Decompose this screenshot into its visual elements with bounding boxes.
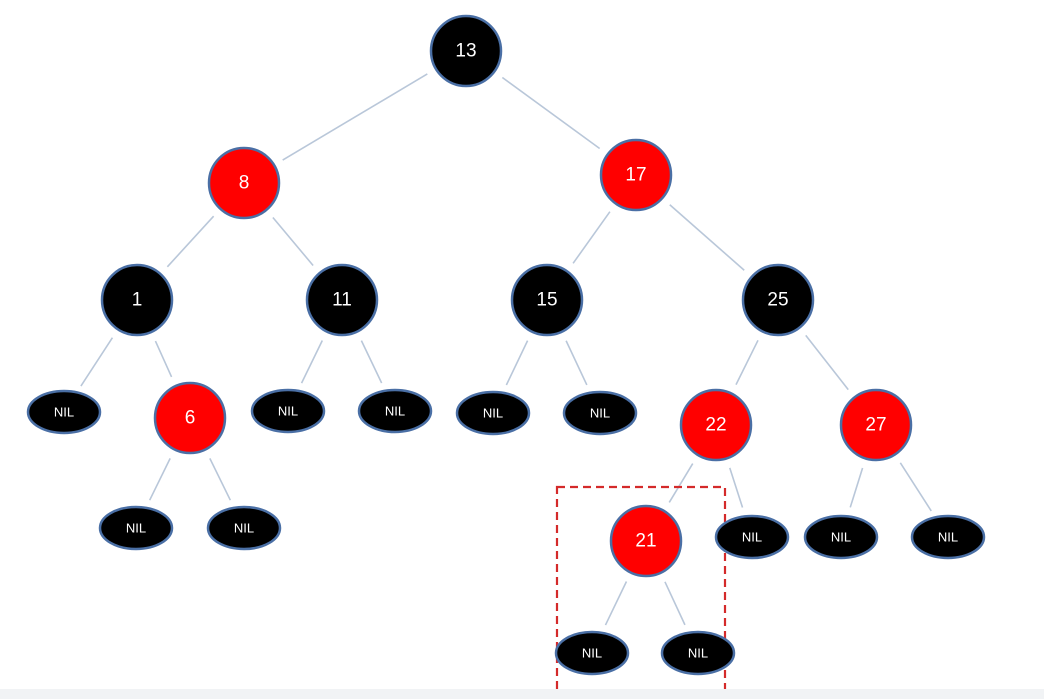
- nil-leaf-27-left: NIL: [803, 514, 879, 560]
- edge-n21-nil-21-right: [664, 581, 686, 626]
- nil-label: NIL: [234, 521, 254, 536]
- tree-node-15: 15: [510, 263, 584, 337]
- edge-n11-nil-11-right: [360, 340, 383, 384]
- nil-label: NIL: [126, 521, 146, 536]
- node-label: 15: [536, 290, 557, 311]
- edge-n17-n25: [669, 204, 745, 271]
- node-label: 11: [332, 290, 352, 311]
- edge-n13-n17: [501, 76, 601, 150]
- edge-n27-nil-27-left: [849, 467, 864, 508]
- node-circle-black: [510, 263, 584, 337]
- nil-label: NIL: [483, 406, 503, 421]
- node-circle-black: [429, 14, 503, 88]
- edge-n8-n1: [166, 215, 215, 268]
- node-circle-red: [679, 388, 753, 462]
- node-label: 22: [705, 415, 726, 436]
- nil-leaf-6-right: NIL: [206, 505, 282, 551]
- nil-label: NIL: [688, 646, 708, 661]
- nil-label: NIL: [582, 646, 602, 661]
- edge-n15-nil-15-right: [565, 340, 588, 386]
- edge-n22-nil-22-right: [729, 467, 744, 508]
- tree-node-25: 25: [741, 263, 815, 337]
- nil-ellipse: [357, 388, 433, 434]
- nil-label: NIL: [385, 404, 405, 419]
- node-label: 17: [625, 165, 646, 186]
- nil-ellipse: [714, 514, 790, 560]
- tree-node-13: 13: [429, 14, 503, 88]
- node-label: 25: [767, 290, 788, 311]
- edge-n15-nil-15-left: [505, 340, 529, 386]
- node-label: 13: [455, 41, 476, 62]
- nil-ellipse: [26, 389, 102, 435]
- nil-leaf-15-right: NIL: [562, 390, 638, 436]
- node-label: 27: [865, 415, 886, 436]
- nil-leaf-21-right: NIL: [660, 630, 736, 676]
- tree-edges: [80, 73, 932, 626]
- tree-node-22: 22: [679, 388, 753, 462]
- nil-leaf-11-left: NIL: [250, 388, 326, 434]
- edge-n1-n6: [154, 340, 173, 378]
- edge-n25-n27: [805, 334, 849, 391]
- nil-leaf-1-left: NIL: [26, 389, 102, 435]
- edge-n22-n21: [668, 463, 694, 503]
- edge-n11-nil-11-left: [300, 340, 324, 384]
- edge-n21-nil-21-left: [604, 581, 628, 626]
- nil-leaf-22-right: NIL: [714, 514, 790, 560]
- tree-node-11: 11: [305, 263, 379, 337]
- node-label: 8: [239, 173, 250, 194]
- tree-node-21: 21: [609, 504, 683, 578]
- edge-n17-n15: [572, 211, 611, 264]
- nil-label: NIL: [831, 530, 851, 545]
- edge-n6-nil-6-left: [148, 458, 171, 501]
- nil-label: NIL: [54, 405, 74, 420]
- node-label: 6: [185, 408, 196, 429]
- tree-node-17: 17: [599, 138, 673, 212]
- node-circle-black: [305, 263, 379, 337]
- nil-leaf-6-left: NIL: [98, 505, 174, 551]
- bottom-border: [0, 689, 1044, 699]
- edge-n8-n11: [272, 216, 314, 267]
- node-circle-red: [207, 146, 281, 220]
- nil-label: NIL: [590, 406, 610, 421]
- edge-n1-nil-1-left: [80, 337, 114, 387]
- node-circle-red: [599, 138, 673, 212]
- nil-ellipse: [803, 514, 879, 560]
- node-circle-red: [839, 388, 913, 462]
- node-label: 21: [635, 531, 656, 552]
- nil-ellipse: [250, 388, 326, 434]
- nil-ellipse: [660, 630, 736, 676]
- nil-leaf-21-left: NIL: [554, 630, 630, 676]
- edge-n13-n8: [282, 73, 428, 161]
- tree-node-6: 6: [153, 381, 227, 455]
- nil-ellipse: [910, 514, 986, 560]
- edge-n6-nil-6-right: [209, 458, 232, 501]
- nil-leaf-27-right: NIL: [910, 514, 986, 560]
- node-circle-red: [609, 504, 683, 578]
- edge-n27-nil-27-right: [899, 462, 932, 512]
- nil-ellipse: [562, 390, 638, 436]
- nil-label: NIL: [278, 404, 298, 419]
- tree-node-27: 27: [839, 388, 913, 462]
- tree-node-8: 8: [207, 146, 281, 220]
- nil-label: NIL: [742, 530, 762, 545]
- node-circle-black: [100, 263, 174, 337]
- edge-n25-n22: [735, 339, 759, 386]
- nil-ellipse: [455, 390, 531, 436]
- nil-ellipse: [206, 505, 282, 551]
- nil-ellipse: [98, 505, 174, 551]
- node-label: 1: [132, 290, 143, 311]
- nil-ellipse: [554, 630, 630, 676]
- tree-node-1: 1: [100, 263, 174, 337]
- node-circle-black: [741, 263, 815, 337]
- nil-label: NIL: [938, 530, 958, 545]
- node-circle-red: [153, 381, 227, 455]
- nil-leaf-11-right: NIL: [357, 388, 433, 434]
- nil-leaf-15-left: NIL: [455, 390, 531, 436]
